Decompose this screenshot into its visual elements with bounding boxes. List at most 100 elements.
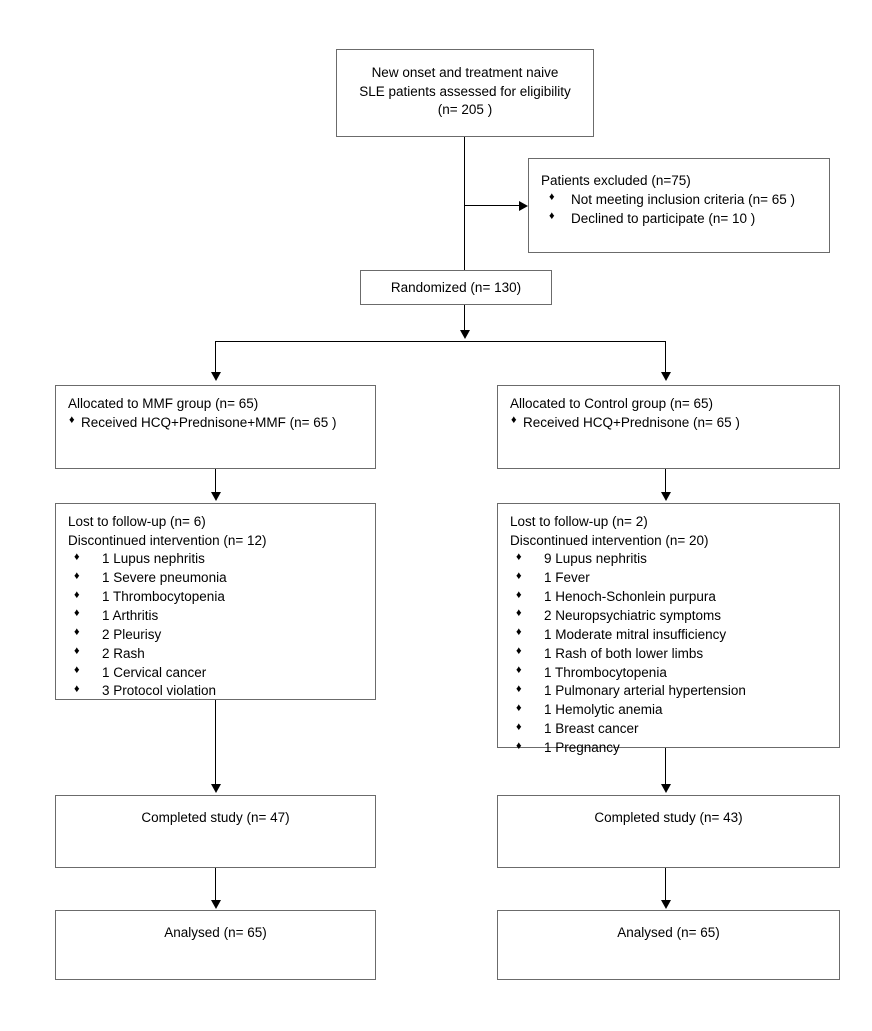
box-followup-mmf: Lost to follow-up (n= 6) Discontinued in…: [55, 503, 376, 700]
list-item: ♦ 1 Thrombocytopenia: [510, 664, 827, 683]
right-analysed-label: Analysed (n= 65): [617, 925, 720, 940]
list-item: ♦ 1 Thrombocytopenia: [68, 588, 363, 607]
bullet-diamond-icon: ♦: [74, 588, 80, 601]
bullet-diamond-icon: ♦: [516, 626, 522, 639]
right-reason-label: 2 Neuropsychiatric symptoms: [544, 607, 722, 623]
connector-left-allocation-to-followup: [215, 469, 217, 496]
right-reason-label: 1 Rash of both lower limbs: [544, 645, 704, 661]
arrowhead-to-excluded: [519, 201, 528, 211]
right-followup-discontinued-label: Discontinued intervention (n= 20): [510, 532, 709, 548]
list-item: ♦ 1 Severe pneumonia: [68, 569, 363, 588]
list-item: ♦ 1 Rash of both lower limbs: [510, 645, 827, 664]
bullet-diamond-icon: ♦: [516, 607, 522, 620]
left-reason-label: 2 Pleurisy: [102, 626, 162, 642]
split-bar-allocation: [215, 341, 666, 343]
right-reason-label: 1 Henoch-Schonlein purpura: [544, 589, 716, 605]
bullet-diamond-icon: ♦: [511, 414, 517, 427]
right-reason-label: 1 Hemolytic anemia: [544, 702, 663, 718]
list-item: ♦ 2 Pleurisy: [68, 626, 363, 645]
right-discontinued-reason-list: ♦ 9 Lupus nephritis ♦ 1 Fever ♦ 1 Henoch…: [510, 550, 827, 758]
box-assessed-for-eligibility: New onset and treatment naive SLE patien…: [336, 49, 594, 137]
list-item: ♦ Not meeting inclusion criteria (n= 65 …: [541, 191, 817, 210]
bullet-diamond-icon: ♦: [549, 210, 555, 223]
list-item: ♦ 1 Hemolytic anemia: [510, 701, 827, 720]
right-followup-lost-label: Lost to follow-up (n= 2): [510, 514, 648, 529]
connector-left-completed-to-analysed: [215, 868, 217, 906]
left-reason-label: 3 Protocol violation: [102, 683, 217, 699]
left-completed-label: Completed study (n= 47): [141, 810, 290, 825]
arrowhead-to-left-completed: [211, 784, 221, 793]
right-allocation-item-label: Received HCQ+Prednisone (n= 65 ): [523, 414, 740, 430]
excluded-reason-label: Declined to participate (n= 10 ): [571, 210, 756, 226]
connector-right-allocation-to-followup: [665, 469, 667, 496]
bullet-diamond-icon: ♦: [74, 607, 80, 620]
list-item: ♦ 1 Henoch-Schonlein purpura: [510, 588, 827, 607]
list-item: ♦ 1 Breast cancer: [510, 720, 827, 739]
arrowhead-to-split-bar: [460, 330, 470, 339]
left-reason-label: 2 Rash: [102, 645, 145, 661]
right-reason-label: 1 Breast cancer: [544, 721, 639, 737]
right-reason-label: 1 Pregnancy: [544, 740, 620, 756]
bullet-diamond-icon: ♦: [516, 550, 522, 563]
arrowhead-to-left-followup: [211, 492, 221, 501]
left-reason-label: 1 Cervical cancer: [102, 664, 207, 680]
box-completed-mmf: Completed study (n= 47): [55, 795, 376, 868]
list-item: ♦ 1 Moderate mitral insufficiency: [510, 626, 827, 645]
bullet-diamond-icon: ♦: [74, 682, 80, 695]
right-reason-label: 1 Thrombocytopenia: [544, 664, 667, 680]
arrowhead-to-left-analysed: [211, 900, 221, 909]
box-followup-control: Lost to follow-up (n= 2) Discontinued in…: [497, 503, 840, 755]
arrowhead-to-right-analysed: [661, 900, 671, 909]
box-allocation-mmf: Allocated to MMF group (n= 65) ♦ Receive…: [55, 385, 376, 469]
right-reason-label: 1 Moderate mitral insufficiency: [544, 626, 727, 642]
bullet-diamond-icon: ♦: [516, 720, 522, 733]
connector-split-to-right-allocation: [665, 341, 667, 376]
right-reason-label: 1 Pulmonary arterial hypertension: [544, 683, 746, 699]
left-allocation-list: ♦ Received HCQ+Prednisone+MMF (n= 65 ): [68, 414, 363, 433]
bullet-diamond-icon: ♦: [74, 550, 80, 563]
left-allocation-header: Allocated to MMF group (n= 65): [68, 396, 259, 411]
connector-left-followup-to-completed: [215, 700, 217, 788]
box-patients-excluded: Patients excluded (n=75) ♦ Not meeting i…: [528, 158, 830, 253]
right-reason-label: 1 Fever: [544, 570, 590, 586]
list-item: ♦ Received HCQ+Prednisone (n= 65 ): [510, 414, 827, 433]
left-allocation-item-label: Received HCQ+Prednisone+MMF (n= 65 ): [81, 414, 337, 430]
left-followup-discontinued-label: Discontinued intervention (n= 12): [68, 532, 267, 548]
connector-split-to-left-allocation: [215, 341, 217, 376]
connector-branch-to-excluded: [464, 205, 520, 207]
bullet-diamond-icon: ♦: [69, 414, 75, 427]
randomized-label: Randomized (n= 130): [390, 280, 522, 295]
list-item: ♦ 9 Lupus nephritis: [510, 550, 827, 569]
arrowhead-to-right-allocation: [661, 372, 671, 381]
bullet-diamond-icon: ♦: [516, 645, 522, 658]
arrowhead-to-right-completed: [661, 784, 671, 793]
bullet-diamond-icon: ♦: [74, 569, 80, 582]
excluded-header: Patients excluded (n=75): [541, 173, 691, 188]
connector-right-followup-to-completed: [665, 748, 667, 788]
left-reason-label: 1 Arthritis: [102, 607, 159, 623]
list-item: ♦ 1 Cervical cancer: [68, 664, 363, 683]
connector-assessed-to-randomized: [464, 137, 466, 270]
arrowhead-to-right-followup: [661, 492, 671, 501]
left-discontinued-reason-list: ♦ 1 Lupus nephritis ♦ 1 Severe pneumonia…: [68, 550, 363, 701]
right-reason-label: 9 Lupus nephritis: [544, 551, 647, 567]
excluded-reason-list: ♦ Not meeting inclusion criteria (n= 65 …: [541, 191, 817, 229]
box-randomized: Randomized (n= 130): [360, 270, 552, 305]
left-reason-label: 1 Severe pneumonia: [102, 570, 227, 586]
list-item: ♦ 2 Neuropsychiatric symptoms: [510, 607, 827, 626]
list-item: ♦ 1 Arthritis: [68, 607, 363, 626]
left-reason-label: 1 Lupus nephritis: [102, 551, 205, 567]
connector-randomized-to-split: [464, 305, 466, 335]
list-item: ♦ 3 Protocol violation: [68, 682, 363, 701]
bullet-diamond-icon: ♦: [74, 645, 80, 658]
assessed-line-3: (n= 205 ): [437, 102, 493, 118]
box-completed-control: Completed study (n= 43): [497, 795, 840, 868]
list-item: ♦ 1 Lupus nephritis: [68, 550, 363, 569]
list-item: ♦ 1 Fever: [510, 569, 827, 588]
bullet-diamond-icon: ♦: [549, 191, 555, 204]
list-item: ♦ Received HCQ+Prednisone+MMF (n= 65 ): [68, 414, 363, 433]
arrowhead-to-left-allocation: [211, 372, 221, 381]
list-item: ♦ 1 Pulmonary arterial hypertension: [510, 682, 827, 701]
assessed-line-2: SLE patients assessed for eligibility: [359, 83, 571, 99]
